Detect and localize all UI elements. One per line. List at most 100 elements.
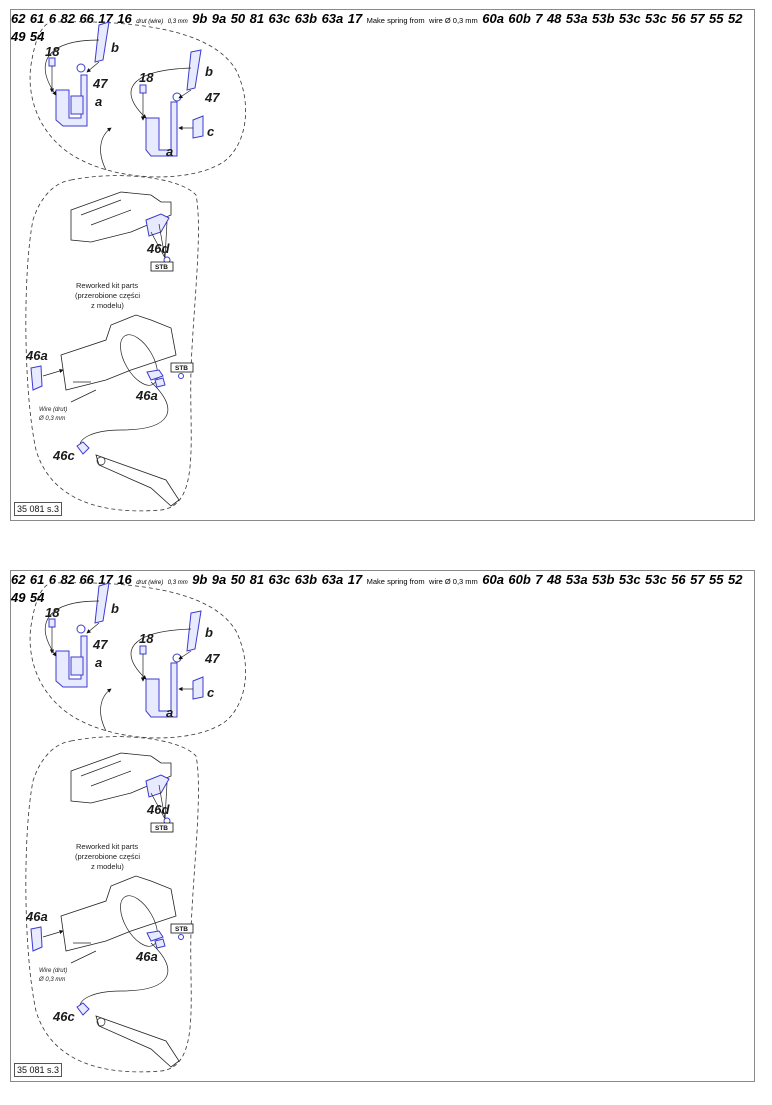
part-label-ab: a [166,144,173,159]
part-label-6: 6 [48,11,57,26]
callout-outline-pipe: 56 57 55 52 49 54 35 081 s [11,10,742,516]
part-60: 60a 60b [482,10,535,27]
part-label-82: 82 [60,572,75,587]
part-label-62: 62 [11,572,26,587]
part-label-16: 16 [117,572,132,587]
assembly-diagram: 18 b 47 a 18 b 47 c a [25,21,246,512]
drut-note-1: drut (wire) [136,580,164,586]
part-label-18b: 18 [139,631,154,646]
spring-note-1: Make spring from [366,577,425,586]
bracket-assembly-left: 18 b 47 a [44,582,119,688]
part-82: 82 [61,10,80,27]
part-label-61: 61 [29,11,45,26]
bracket-assembly-right: 18 b 47 c a [130,49,220,159]
part-label-47b: 47 [204,90,220,105]
part-57: 57 [690,571,709,588]
part-label-9b: 9b [192,572,208,587]
part-label-47: 47 [92,76,108,91]
part-label-56: 56 [671,11,686,26]
part-label-52: 52 [727,572,743,587]
part-label-52: 52 [727,11,743,26]
wire-note-1: Wire (drut) [39,968,67,974]
part-label-48: 48 [546,572,562,587]
reworked-bracket-lower: STB 46a 46a Wire (drut) Ø 0,3 mm 46c [25,875,194,1068]
part-60: 60a 60b [482,571,535,588]
stb-box-2 [170,923,194,934]
part-label-46c: 46c [52,1009,75,1024]
part-62: 62 [11,10,30,27]
part-label-18: 18 [45,44,60,59]
part-label-bb: b [205,64,213,79]
reworked-note-2: (przerobione części [75,852,140,861]
part-label-49: 49 [11,590,26,605]
part-label-9a: 9a [211,11,227,26]
part-label-ab: a [166,705,173,720]
part-62: 62 [11,571,30,588]
part-56: 56 [671,10,690,27]
part-61: 61 [30,10,49,27]
part-66: 66 [79,571,98,588]
part-label-48: 48 [546,11,562,26]
reworked-bracket-upper: 46d STB [70,191,174,272]
part-48: 48 [547,10,566,27]
part-label-bb: b [205,625,213,640]
part-label-60a: 60a [482,11,504,26]
reworked-note-1: Reworked kit parts [76,281,138,290]
stb-box [150,822,174,833]
assembly-diagram: 18 b 47 a 18 b 47 c a [25,582,246,1073]
reworked-note-1: Reworked kit parts [76,842,138,851]
part-label-81: 81 [249,572,265,587]
part-label-53c-right: 53c [618,11,641,26]
part-50: 50 [231,571,250,588]
part-label-46c: 46c [52,448,75,463]
part-9: 9b 9a [192,10,231,27]
part-55: 55 [709,571,728,588]
spring: Make spring from wire Ø 0,3 mm [367,10,483,27]
part-54: 54 [30,28,44,45]
part-label-57: 57 [690,572,705,587]
part-50: 50 [231,10,250,27]
part-label-82: 82 [60,11,75,26]
drut-note-2: 0,3 mm [167,19,188,25]
callout-outline-bracket [29,21,246,178]
part-7: 7 [535,10,547,27]
part-label-63c: 63c [268,572,291,587]
part-6: 6 [49,571,61,588]
callout-outline-gear-lever [25,175,199,512]
part-label-47: 47 [92,637,108,652]
stb-box [150,261,174,272]
drut-note-2: 0,3 mm [167,580,188,586]
part-17-lower: 17 [348,10,367,27]
part-57: 57 [690,10,709,27]
stb-label-2: STB [175,926,188,933]
callout-outline-gear-lever [25,736,199,1073]
part-53: 53a 53b 53c 53c [566,10,671,27]
part-52: 52 [728,10,742,27]
part-82: 82 [61,571,80,588]
part-label-61: 61 [29,572,45,587]
part-label-46a-right: 46a [135,949,158,964]
part-label-53c-left: 53c [645,11,667,26]
stb-box-2 [170,362,194,373]
part-61: 61 [30,571,49,588]
part-63: 63c 63b 63a [269,571,348,588]
part-label-53c-right: 53c [618,572,641,587]
part-label-16: 16 [117,11,132,26]
part-label-54: 54 [29,29,45,44]
reworked-bracket-upper: 46d STB [70,752,174,833]
part-53: 53a 53b 53c 53c [566,571,671,588]
part-label-46d: 46d [146,802,170,817]
reworked-note-2: (przerobione części [75,291,140,300]
part-52: 52 [728,571,742,588]
part-label-56: 56 [671,572,686,587]
part-label-b: b [111,601,119,616]
part-label-18: 18 [45,605,60,620]
part-label-66: 66 [79,572,94,587]
instruction-panel-top: 18 b 47 a 18 b 47 c a [10,9,755,521]
part-label-18b: 18 [139,70,154,85]
part-9: 9b 9a [192,571,231,588]
part-label-60b: 60b [508,572,531,587]
part-label-53b: 53b [592,11,615,26]
spring-note-2: wire Ø 0,3 mm [429,577,478,586]
stb-label-2: STB [175,365,188,372]
